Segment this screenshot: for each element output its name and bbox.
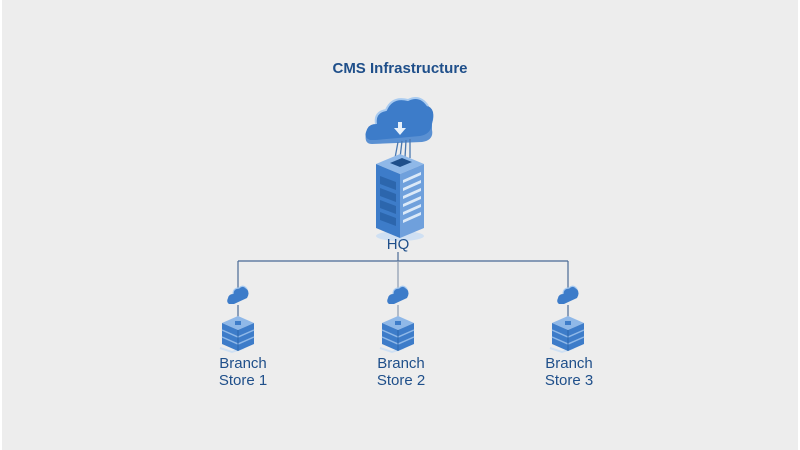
branch-1-label-line2: Store 1 [218,372,268,389]
diagram-title: CMS Infrastructure [332,60,468,77]
branch-2-cloud-icon [387,285,409,304]
branch-1-cloud-icon [227,285,249,304]
branch-3-label-line2: Store 3 [544,372,594,389]
branch-1-label: Branch Store 1 [193,355,293,389]
branch-3-label-line1: Branch [545,355,593,372]
branch-3-cloud-icon [557,285,579,304]
branch-2-label-line1: Branch [377,355,425,372]
server-rack-icon [376,154,424,241]
branch-1-server-icon [219,316,255,354]
branch-2-label: Branch Store 2 [351,355,451,389]
branch-2-label-line2: Store 2 [376,372,426,389]
cloud-download-icon [365,97,434,158]
branch-3-server-icon [549,316,585,354]
branch-2-server-icon [379,316,415,354]
hq-label: HQ [386,236,410,253]
branch-1-label-line1: Branch [219,355,267,372]
branch-3-label: Branch Store 3 [519,355,619,389]
